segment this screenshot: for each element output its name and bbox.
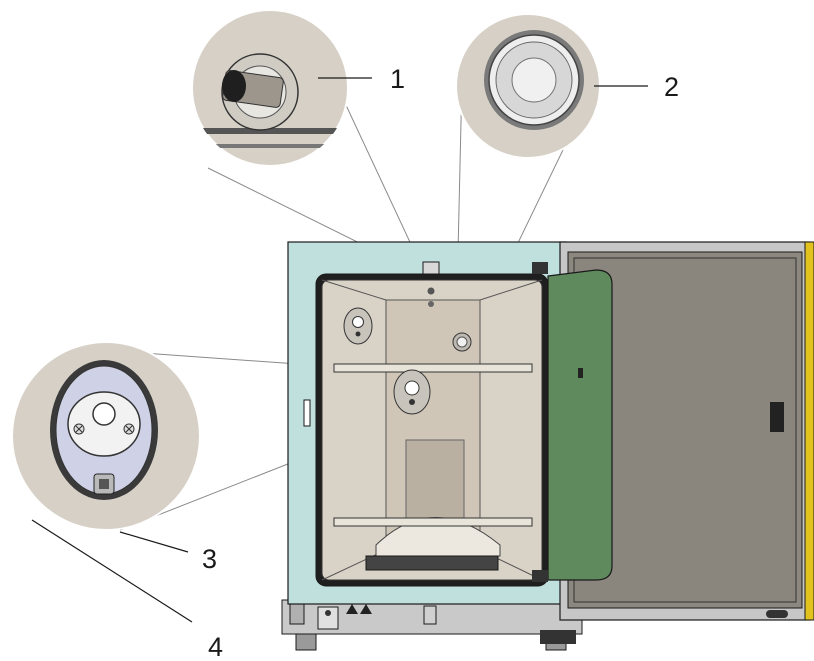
cabinet	[281, 241, 583, 651]
detail-circle-2	[455, 13, 601, 159]
inner-door-panel	[547, 269, 613, 581]
callout-label-2: 2	[664, 72, 679, 102]
open-door	[532, 241, 814, 621]
callout-label-1: 1	[390, 64, 405, 94]
warning-icon	[346, 604, 358, 614]
door-handle	[770, 402, 784, 432]
callout-label-4: 4	[208, 632, 223, 661]
detail-circle-1	[191, 9, 349, 167]
top-bracket	[422, 261, 440, 275]
shelf-lower	[333, 517, 533, 527]
detail-circle-3	[11, 341, 201, 531]
power-socket	[317, 606, 339, 630]
callout-leaders	[31, 77, 648, 623]
callout-label-3: 3	[202, 544, 217, 574]
shelf-upper	[333, 363, 533, 373]
latch-marker	[303, 399, 311, 427]
